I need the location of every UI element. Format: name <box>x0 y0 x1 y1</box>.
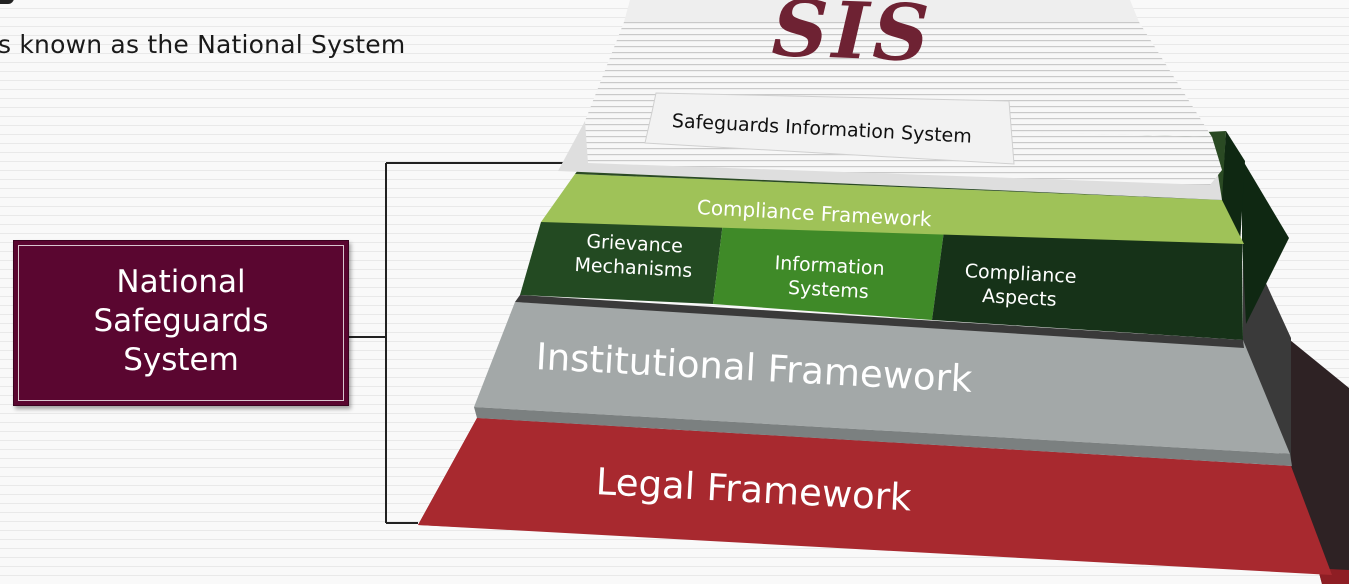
heading-fragment <box>0 0 14 4</box>
pillar-label: Grievance Mechanisms <box>573 230 693 283</box>
compliance-pillars-layer <box>515 159 1289 348</box>
pillar-grievance-mechanisms: Grievance Mechanisms <box>551 228 717 285</box>
pillar-information-systems: Information Systems <box>754 250 904 306</box>
institutional-framework-layer <box>474 233 1292 466</box>
intro-text: s known as the National System <box>0 30 406 59</box>
sis-title: SIS <box>770 0 935 80</box>
national-safeguards-system-box: National Safeguards System <box>13 240 349 406</box>
box-inner-border: National Safeguards System <box>18 245 344 401</box>
pillar-label: Information Systems <box>774 252 886 304</box>
sis-top-layer <box>558 0 1222 200</box>
pillar-label: Compliance Aspects <box>964 260 1078 311</box>
national-safeguards-system-label: National Safeguards System <box>93 263 269 378</box>
pillar-compliance-aspects: Compliance Aspects <box>939 258 1101 314</box>
bracket-connector <box>349 162 590 524</box>
legal-framework-layer <box>418 340 1349 584</box>
